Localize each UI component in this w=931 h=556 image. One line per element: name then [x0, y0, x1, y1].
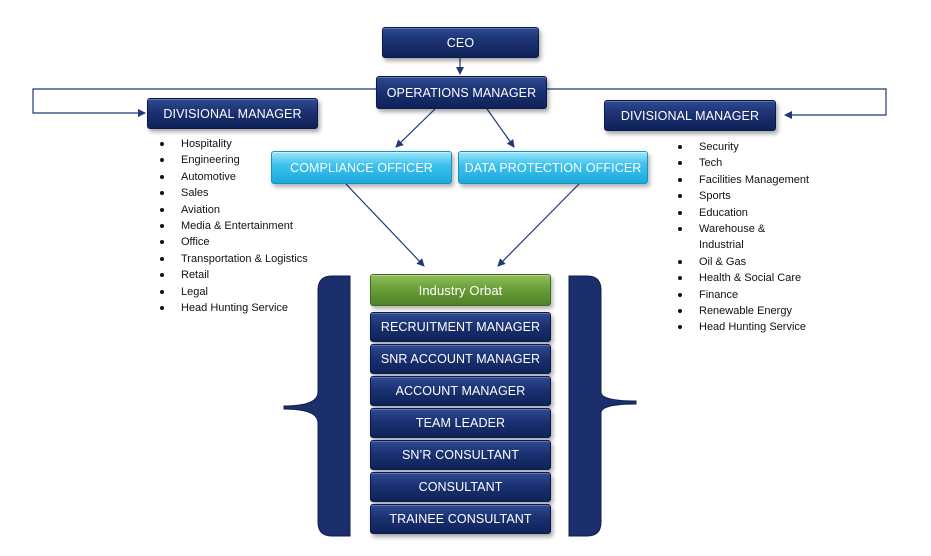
divisional-manager-right-label: DIVISIONAL MANAGER — [620, 108, 760, 123]
role-label: RECRUITMENT MANAGER — [380, 320, 541, 334]
role-label: SNR ACCOUNT MANAGER — [380, 352, 541, 366]
role-team-leader: TEAM LEADER — [370, 408, 551, 438]
industry-orbat-box: Industry Orbat — [370, 274, 551, 306]
list-item: Sports — [677, 188, 817, 204]
list-item: Automotive — [159, 169, 308, 185]
role-label: ACCOUNT MANAGER — [395, 384, 526, 398]
role-label: SN’R CONSULTANT — [401, 448, 519, 462]
ceo-box: CEO — [382, 27, 539, 58]
list-item: Education — [677, 205, 817, 221]
arrow-ops-to-left-divisional — [32, 88, 377, 117]
role-consultant: CONSULTANT — [370, 472, 551, 502]
arrow-data-protection-to-orbat — [497, 183, 580, 267]
list-item: Facilities Management — [677, 172, 817, 188]
role-label: CONSULTANT — [418, 480, 503, 494]
role-recruitment-manager: RECRUITMENT MANAGER — [370, 312, 551, 342]
list-item: Sales — [159, 185, 308, 201]
ceo-label: CEO — [446, 35, 475, 50]
list-item: Renewable Energy — [677, 303, 817, 319]
divisional-manager-right-box: DIVISIONAL MANAGER — [604, 100, 776, 131]
arrow-ops-to-data-protection — [486, 108, 515, 148]
list-item: Security — [677, 139, 817, 155]
list-item: Oil & Gas — [677, 254, 817, 270]
divisional-right-list: Security Tech Facilities Management Spor… — [677, 139, 817, 336]
role-account-manager: ACCOUNT MANAGER — [370, 376, 551, 406]
list-item: Hospitality — [159, 136, 308, 152]
divisional-left-list: Hospitality Engineering Automotive Sales… — [159, 136, 308, 316]
list-item: Transportation & Logistics — [159, 251, 308, 267]
compliance-officer-box: COMPLIANCE OFFICER — [271, 151, 452, 184]
list-item: Media & Entertainment — [159, 218, 308, 234]
list-item: Legal — [159, 284, 308, 300]
operations-manager-box: OPERATIONS MANAGER — [376, 76, 547, 109]
right-brace — [568, 275, 637, 537]
list-item: Engineering — [159, 152, 308, 168]
list-item: Warehouse & Industrial — [677, 221, 779, 254]
role-snr-consultant: SN’R CONSULTANT — [370, 440, 551, 470]
arrow-compliance-to-orbat — [345, 183, 425, 267]
list-item: Health & Social Care — [677, 270, 817, 286]
role-trainee-consultant: TRAINEE CONSULTANT — [370, 504, 551, 534]
list-item: Aviation — [159, 202, 308, 218]
divisional-manager-left-label: DIVISIONAL MANAGER — [163, 106, 302, 121]
arrow-ops-to-right-divisional — [547, 88, 887, 119]
data-protection-officer-label: DATA PROTECTION OFFICER — [464, 160, 642, 175]
list-item: Finance — [677, 287, 817, 303]
left-brace — [283, 275, 351, 537]
divisional-manager-left-box: DIVISIONAL MANAGER — [147, 98, 318, 129]
list-item: Tech — [677, 155, 817, 171]
compliance-officer-label: COMPLIANCE OFFICER — [290, 160, 433, 175]
list-item: Retail — [159, 267, 308, 283]
list-item: Office — [159, 234, 308, 250]
data-protection-officer-box: DATA PROTECTION OFFICER — [458, 151, 648, 184]
list-item: Head Hunting Service — [159, 300, 308, 316]
role-label: TEAM LEADER — [415, 416, 506, 430]
arrow-ops-to-compliance — [395, 108, 436, 148]
industry-orbat-label: Industry Orbat — [418, 282, 503, 298]
operations-manager-label: OPERATIONS MANAGER — [386, 85, 537, 100]
role-label: TRAINEE CONSULTANT — [389, 512, 532, 526]
list-item: Head Hunting Service — [677, 319, 817, 335]
role-snr-account-manager: SNR ACCOUNT MANAGER — [370, 344, 551, 374]
